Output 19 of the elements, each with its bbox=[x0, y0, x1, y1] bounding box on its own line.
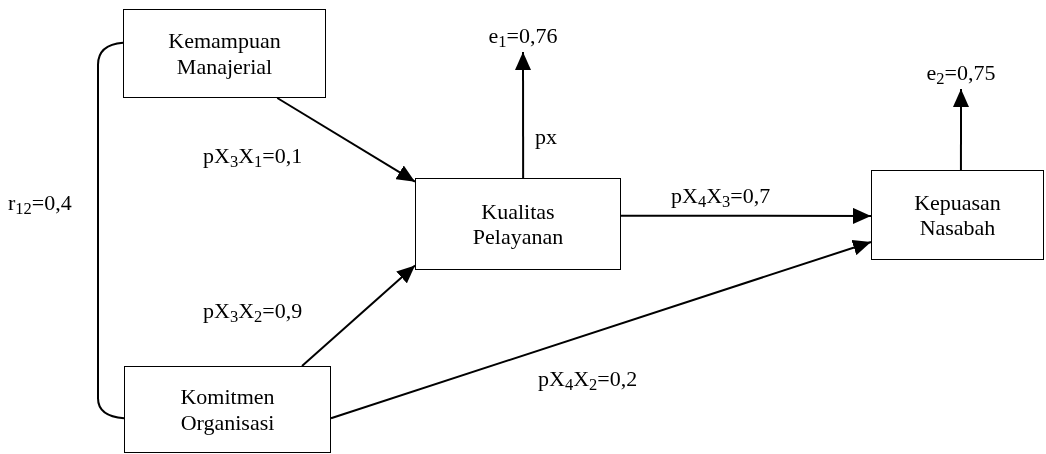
path-coefficient: px bbox=[535, 124, 557, 150]
variable-box: Kualitas Pelayanan bbox=[415, 178, 621, 270]
arrow bbox=[620, 207, 872, 224]
arrow bbox=[515, 51, 531, 179]
correlation-bracket bbox=[97, 41, 125, 420]
arrow bbox=[301, 264, 416, 367]
error-term: e$_{2}$=0,75 bbox=[907, 57, 1015, 89]
correlation-label: r$_{12}$=0,4 bbox=[8, 190, 72, 216]
path-coefficient: pX$_{4}$X$_{2}$=0,2 bbox=[538, 366, 638, 392]
error-term: e$_{1}$=0,76 bbox=[470, 20, 576, 52]
arrow bbox=[276, 97, 416, 183]
arrow bbox=[330, 240, 872, 420]
path-coefficient: pX$_{3}$X$_{1}$=0,1 bbox=[203, 143, 303, 169]
variable-box: Komitmen Organisasi bbox=[124, 366, 331, 453]
path-coefficient: pX$_{4}$X$_{3}$=0,7 bbox=[671, 183, 771, 209]
variable-box: Kepuasan Nasabah bbox=[871, 170, 1044, 260]
arrow bbox=[953, 88, 969, 171]
path-coefficient: pX$_{3}$X$_{2}$=0,9 bbox=[203, 298, 303, 324]
variable-box: Kemampuan Manajerial bbox=[123, 9, 326, 98]
